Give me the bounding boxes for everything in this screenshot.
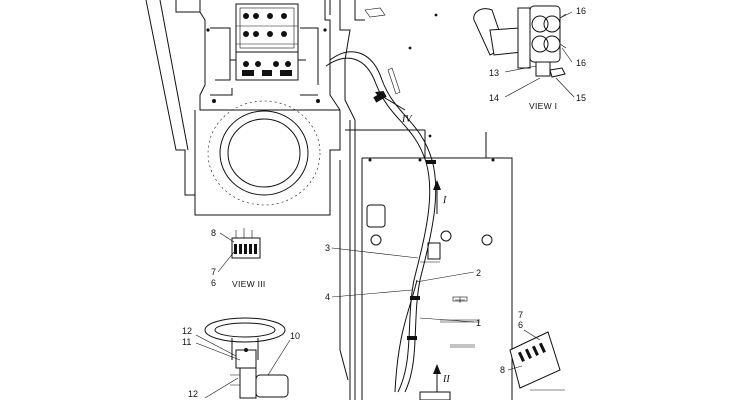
arrow-label-ii: II	[442, 374, 450, 385]
arrow-labels: I II IV	[401, 114, 450, 385]
leader-lines	[331, 247, 475, 323]
callout-4: 4	[325, 292, 330, 302]
view-titles: VIEW I VIEW III	[232, 101, 557, 289]
view-iii-detail	[217, 228, 261, 273]
callout-13: 13	[489, 68, 499, 78]
callout-7-view3: 7	[211, 267, 216, 277]
callout-14: 14	[489, 93, 499, 103]
callout-1: 1	[476, 318, 481, 328]
control-valve-block	[230, 3, 306, 81]
arrow-label-iv: IV	[401, 114, 413, 125]
swing-ring	[207, 100, 321, 206]
callout-12-top: 12	[182, 326, 192, 336]
view-i-title: VIEW I	[529, 101, 557, 111]
callout-16-top: 16	[576, 6, 586, 16]
view-i-detail	[473, 5, 575, 98]
callout-8-detail: 8	[500, 365, 505, 375]
callout-2: 2	[476, 268, 481, 278]
callout-12-bottom: 12	[188, 389, 198, 399]
callout-15: 15	[576, 93, 586, 103]
view-arrows	[375, 91, 441, 392]
callout-6-view3: 6	[211, 278, 216, 288]
callout-labels: 1 2 3 4 8 7 6 7 6 8 12 11 10 12 16 16 13…	[182, 6, 586, 399]
callout-11: 11	[182, 337, 191, 347]
callout-10: 10	[290, 331, 300, 341]
arrow-label-i: I	[442, 195, 447, 206]
callout-6-detail: 6	[518, 320, 523, 330]
connector-detail	[507, 329, 565, 391]
frame-structure	[145, 0, 365, 216]
callout-8-view3: 8	[211, 228, 216, 238]
callout-3: 3	[325, 243, 330, 253]
floor-panel	[339, 7, 513, 400]
callout-16-bottom: 16	[576, 58, 586, 68]
steering-assembly	[195, 317, 291, 399]
callout-7-detail: 7	[518, 310, 523, 320]
view-iii-title: VIEW III	[232, 279, 266, 289]
